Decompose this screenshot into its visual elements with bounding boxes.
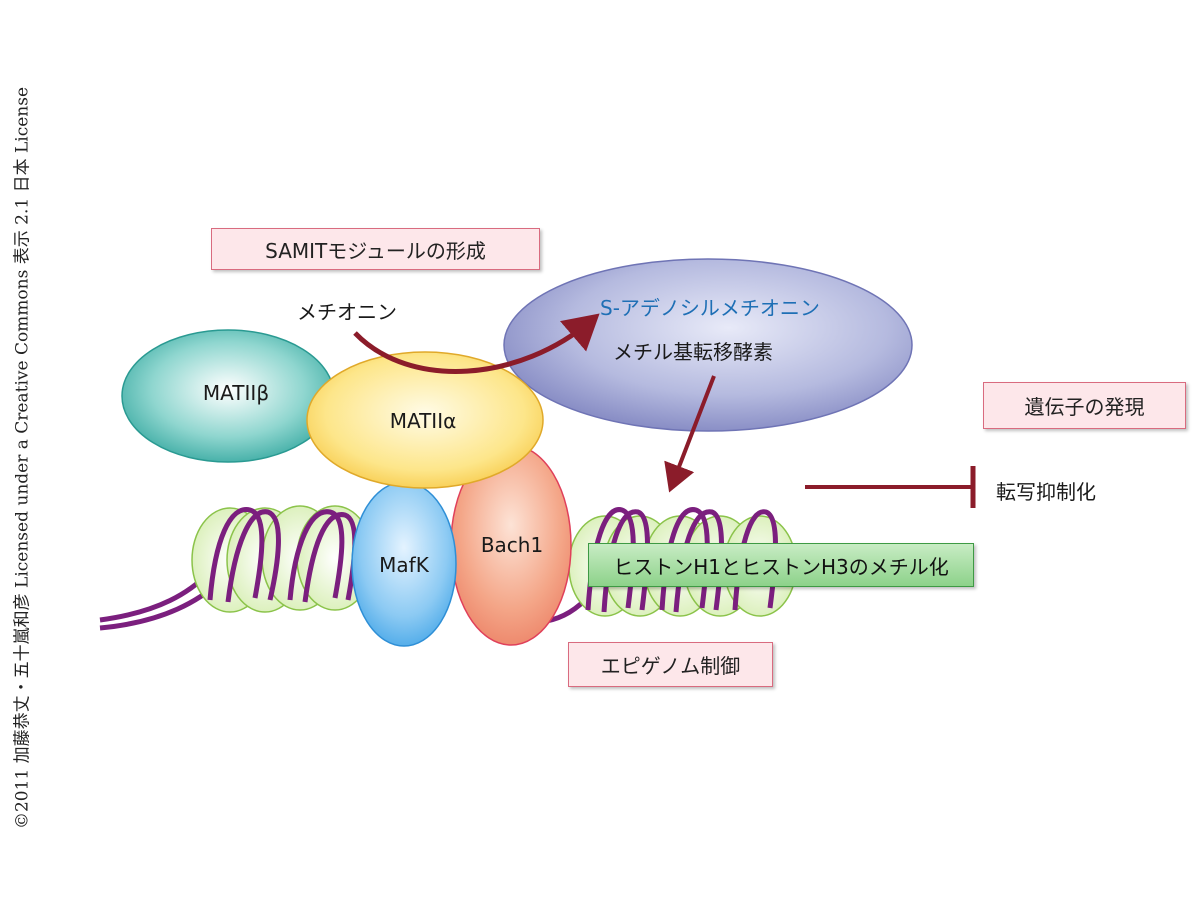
samit-module-label: SAMITモジュールの形成 <box>265 238 486 263</box>
matii-alpha-ellipse <box>306 351 544 489</box>
nucleosome-group-left <box>191 505 374 613</box>
transcription-repression-label: 転写抑制化 <box>996 480 1096 504</box>
methionine-label: メチオニン <box>297 300 397 324</box>
dna-strand-left-1 <box>99 570 212 623</box>
histone-methylation-box: ヒストンH1とヒストンH3のメチル化 <box>588 543 974 587</box>
gene-expression-box: 遺伝子の発現 <box>983 382 1186 429</box>
matii-beta-label: MATIIβ <box>202 381 270 405</box>
methyltransferase-label: メチル基転移酵素 <box>613 340 773 364</box>
bach1-label: Bach1 <box>480 533 544 557</box>
methionine-to-sam-arrow <box>353 313 600 374</box>
sam-label: S-アデノシルメチオニン <box>600 296 820 320</box>
gene-expression-label: 遺伝子の発現 <box>1024 395 1145 419</box>
copyright-text: ©2011 加藤恭丈・五十嵐和彦 Licensed under a Creati… <box>12 86 33 830</box>
methyltransferase-arrow <box>664 375 716 493</box>
sam-ellipse <box>503 258 913 432</box>
histone-methylation-label: ヒストンH1とヒストンH3のメチル化 <box>613 554 949 579</box>
copyright-notice: ©2011 加藤恭丈・五十嵐和彦 Licensed under a Creati… <box>3 18 37 898</box>
epigenome-box: エピゲノム制御 <box>568 642 773 687</box>
matii-alpha-label: MATIIα <box>389 409 457 433</box>
mafk-label: MafK <box>379 553 429 577</box>
epigenome-label: エピゲノム制御 <box>600 654 741 678</box>
samit-module-box: SAMITモジュールの形成 <box>211 228 540 270</box>
